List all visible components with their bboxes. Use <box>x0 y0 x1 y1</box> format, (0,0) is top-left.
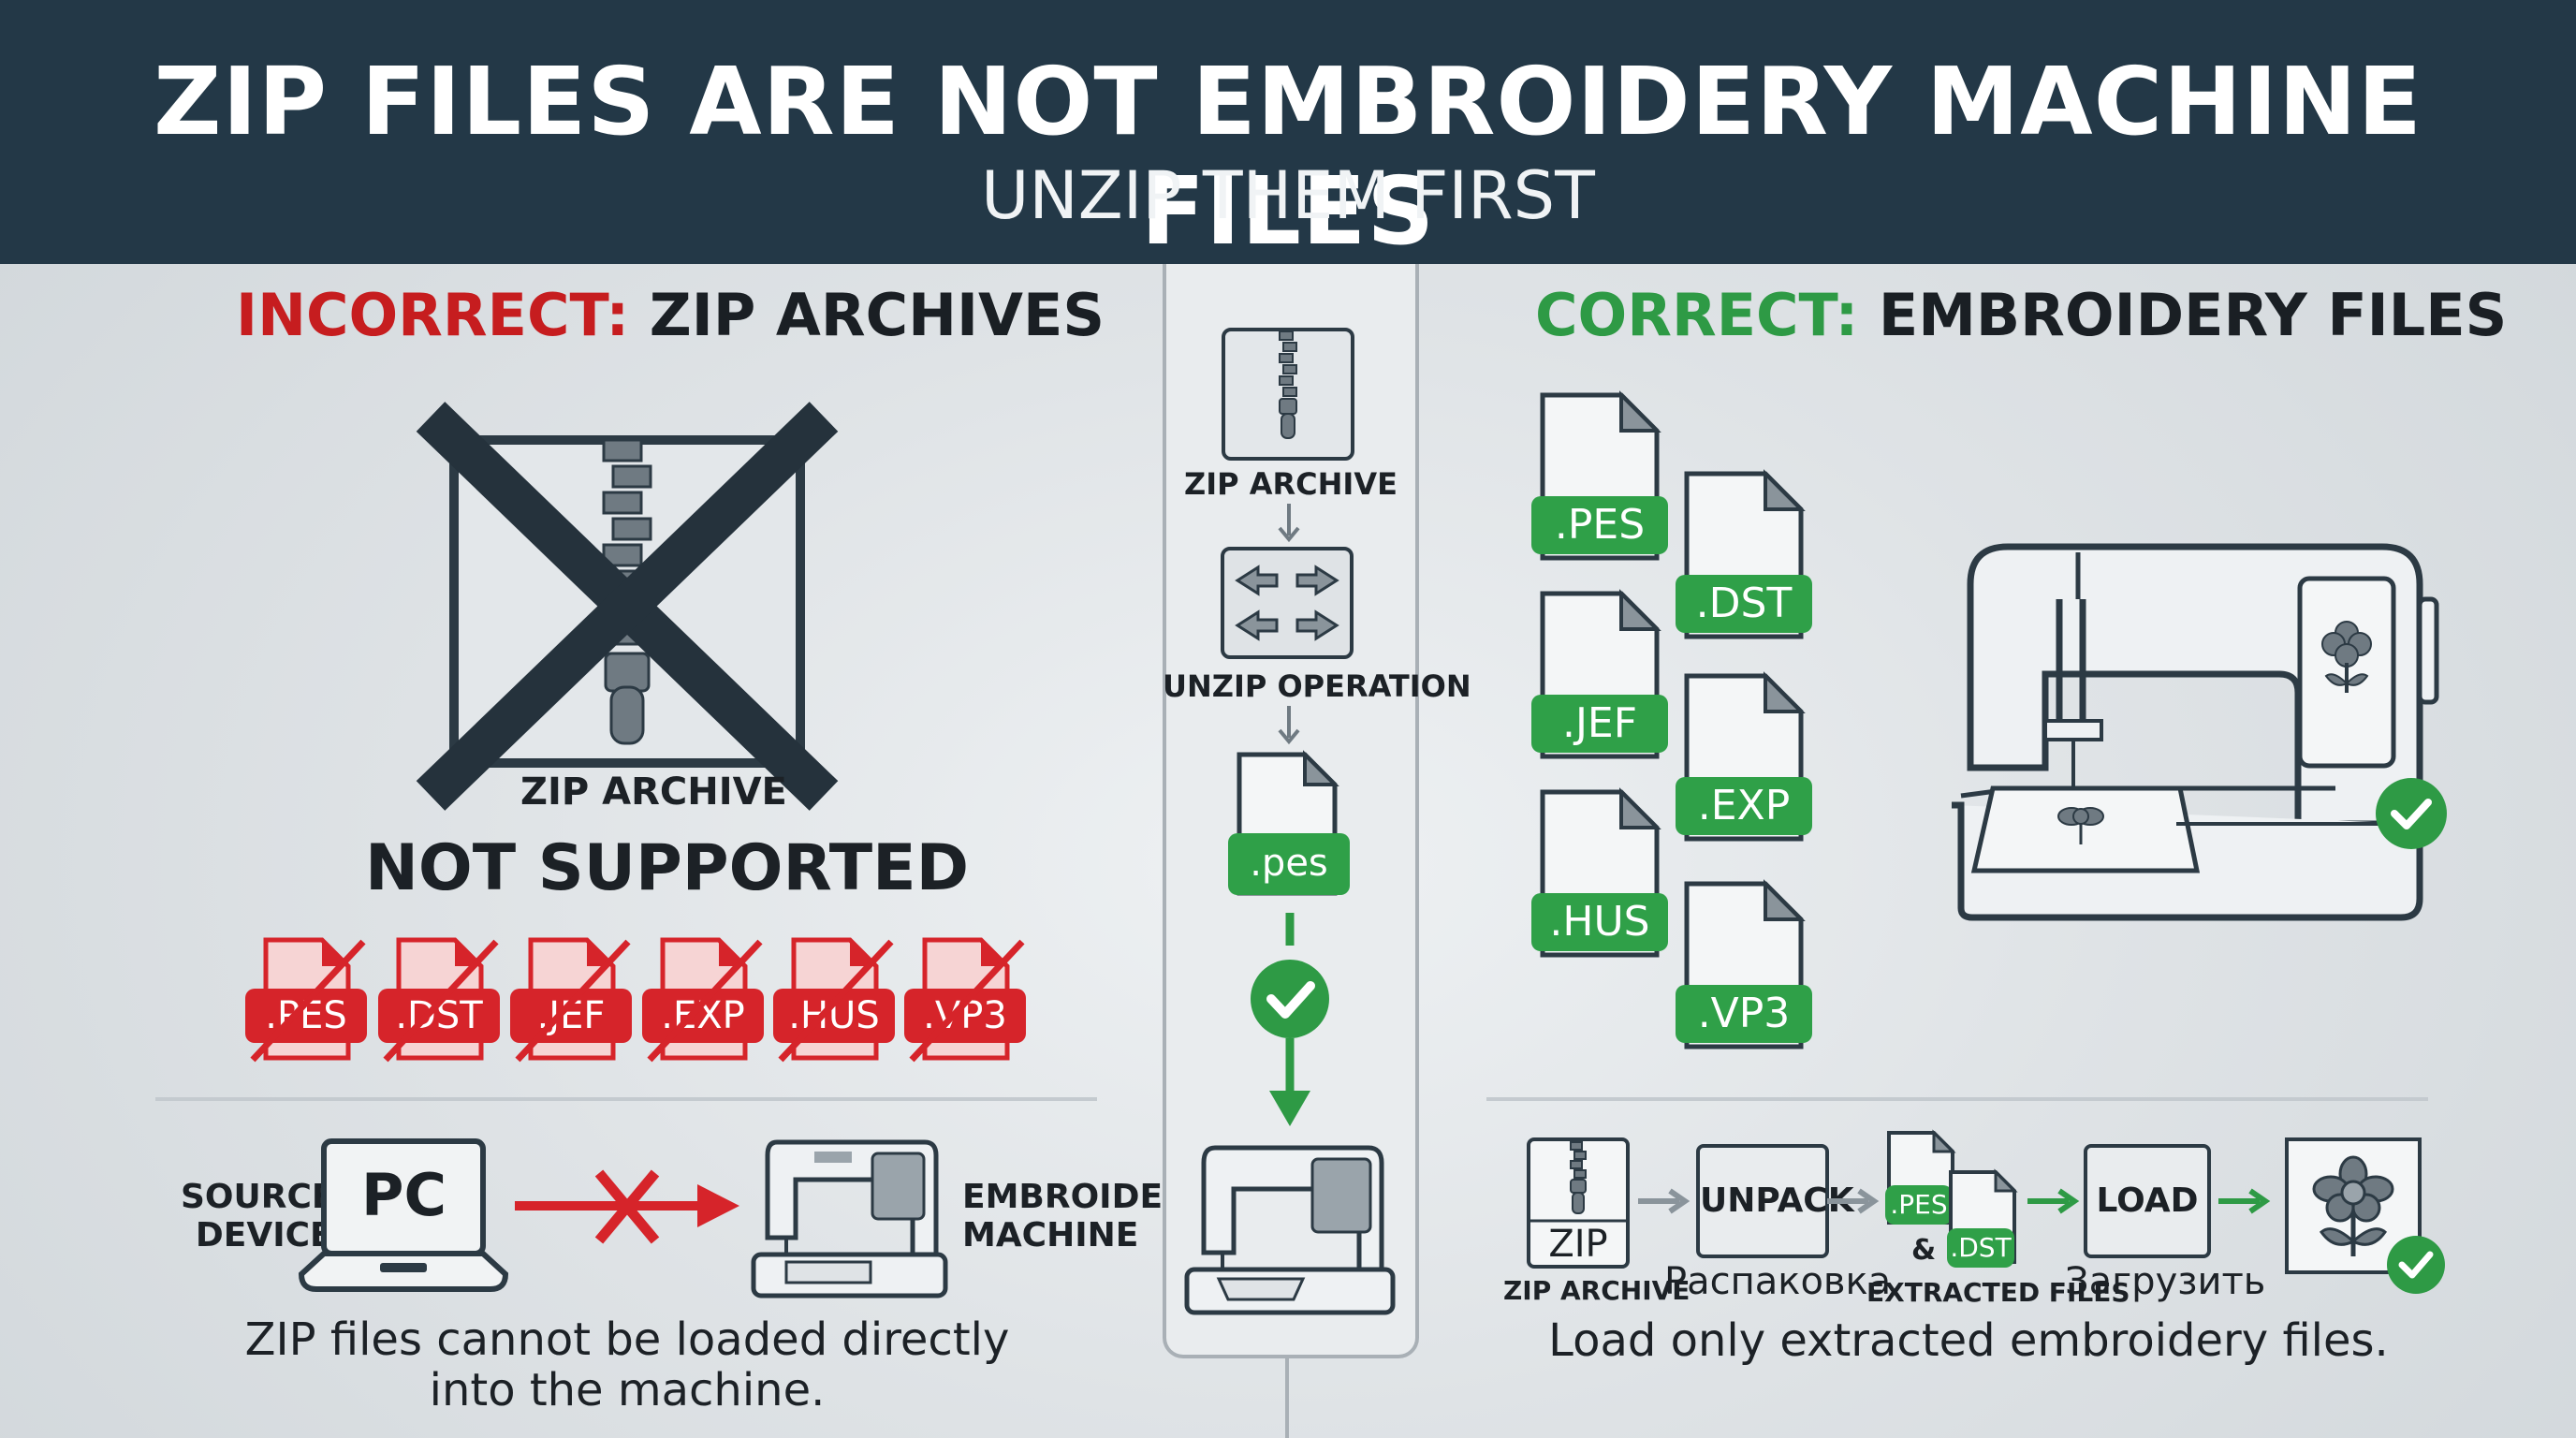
machine-check-icon <box>2376 778 2447 849</box>
green-flow-arrow-icon <box>1251 913 1329 1126</box>
correct-file-card: .JEF <box>1531 589 1676 760</box>
right-divider <box>1486 1097 2428 1101</box>
flow-zip-icon-label: ZIP <box>1548 1223 1608 1266</box>
strike-icon <box>778 939 894 1063</box>
embroidery-machine-icon-large <box>1952 543 2439 921</box>
blocked-format-badge: .PES <box>245 989 367 1043</box>
left-caption-line2: into the machine. <box>429 1364 826 1416</box>
header-banner: ZIP FILES ARE NOT EMBROIDERY MACHINE FIL… <box>0 0 2576 266</box>
flow-arrow-1-icon <box>1638 1188 1690 1214</box>
unzip-operation-icon <box>1221 547 1354 659</box>
unzip-operation-label: UNZIP OPERATION <box>1163 668 1471 704</box>
final-check-icon <box>2387 1236 2445 1294</box>
blocked-format-item: .HUS <box>773 936 895 1064</box>
file-format-badge: .HUS <box>1531 893 1668 951</box>
left-archive-label: ZIP ARCHIVE <box>520 770 787 814</box>
flow-zip-icon <box>1527 1137 1630 1269</box>
correct-file-card: .PES <box>1531 390 1676 562</box>
correct-file-card: .DST <box>1676 469 1820 640</box>
file-format-badge: .EXP <box>1676 777 1812 835</box>
machine-label-line2: MACHINE <box>962 1216 1139 1255</box>
down-arrow-icon-2 <box>1278 706 1300 745</box>
page-subtitle: UNZIP THEM FIRST <box>981 157 1595 234</box>
left-caption: ZIP files cannot be loaded directly into… <box>0 1314 1254 1416</box>
strike-icon <box>515 939 631 1063</box>
left-caption-line1: ZIP files cannot be loaded directly <box>244 1313 1010 1366</box>
correct-title-text: EMBROIDERY FILES <box>1878 281 2508 349</box>
extracted-file-a-badge: .PES <box>1885 1185 1953 1225</box>
incorrect-section-title: INCORRECT: ZIP ARCHIVES <box>236 281 1105 349</box>
flow-zip-caption: ZIP ARCHIVE <box>1503 1275 1690 1306</box>
flow-files-caption: EXTRACTED FILES <box>1866 1277 2130 1308</box>
correct-section-title: CORRECT: EMBROIDERY FILES <box>1535 281 2507 349</box>
center-zip-icon <box>1222 328 1354 461</box>
not-supported-label: NOT SUPPORTED <box>365 831 970 905</box>
strike-icon <box>383 939 499 1063</box>
load-button: LOAD <box>2084 1144 2211 1258</box>
center-machine-icon <box>1184 1145 1396 1315</box>
file-format-badge: .PES <box>1531 496 1668 554</box>
blocked-format-item: .VP3 <box>904 936 1026 1064</box>
unpack-button: UNPACK <box>1696 1144 1854 1258</box>
correct-file-card: .EXP <box>1676 671 1820 843</box>
source-label-line2: DEVICE <box>195 1216 333 1255</box>
center-archive-label: ZIP ARCHIVE <box>1184 466 1398 502</box>
correct-prefix: CORRECT: <box>1535 281 1859 349</box>
blocked-arrow-icon <box>515 1169 739 1244</box>
blocked-format-item: .PES <box>245 936 367 1064</box>
down-arrow-icon-1 <box>1278 504 1300 543</box>
incorrect-title-text: ZIP ARCHIVES <box>649 281 1105 349</box>
strike-icon <box>647 939 763 1063</box>
incorrect-prefix: INCORRECT: <box>236 281 630 349</box>
source-label-line1: SOURCE <box>181 1178 335 1216</box>
file-format-badge: .JEF <box>1531 695 1668 753</box>
flow-amp: & <box>1911 1234 1937 1267</box>
file-format-badge: .VP3 <box>1676 985 1812 1043</box>
correct-file-card: .VP3 <box>1676 879 1820 1050</box>
pc-label: PC <box>361 1161 446 1229</box>
correct-file-card: .HUS <box>1531 787 1676 959</box>
flow-arrow-3-icon <box>2027 1188 2080 1214</box>
right-caption: Load only extracted embroidery files. <box>1548 1314 2389 1367</box>
flow-arrow-2-icon <box>1827 1188 1880 1214</box>
laptop-icon <box>298 1138 509 1292</box>
blocked-format-item: .DST <box>378 936 500 1064</box>
embroidery-machine-icon-small <box>751 1139 948 1299</box>
crossed-zip-archive-icon <box>416 402 839 811</box>
file-format-badge: .DST <box>1676 575 1812 633</box>
blocked-format-item: .EXP <box>642 936 764 1064</box>
extracted-file-b-badge: .DST <box>1947 1228 2014 1268</box>
strike-icon <box>909 939 1025 1063</box>
flower-design-icon <box>2285 1137 2422 1274</box>
center-connector-line <box>1285 1355 1289 1438</box>
strike-icon <box>250 939 366 1063</box>
blocked-format-item: .JEF <box>510 936 632 1064</box>
flow-unpack-caption: Распаковка <box>1664 1260 1892 1303</box>
source-device-label: SOURCE DEVICE <box>181 1178 335 1255</box>
blocked-format-badge: .EXP <box>642 989 764 1043</box>
center-file-badge: .pes <box>1228 833 1350 895</box>
flow-load-caption: Загрузить <box>2065 1260 2266 1303</box>
left-divider <box>155 1097 1097 1101</box>
flow-arrow-4-icon <box>2218 1188 2271 1214</box>
page-title: ZIP FILES ARE NOT EMBROIDERY MACHINE FIL… <box>154 47 2422 266</box>
